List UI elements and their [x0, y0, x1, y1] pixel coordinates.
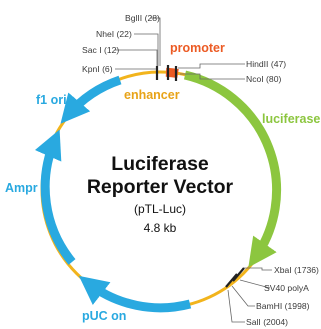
luciferase-arc	[183, 70, 282, 268]
bamhi-tick	[225, 273, 238, 288]
nhei-leader	[134, 33, 159, 66]
xbai-leader	[244, 267, 272, 271]
site-label-sv40: SV40 polyA	[264, 283, 309, 293]
site-label-hindiii: HindII (47)	[246, 59, 286, 69]
sali-leader	[227, 289, 245, 323]
feature-label-f1-ori: f1 ori	[36, 93, 67, 107]
site-label-bglii: BglII (28)	[125, 13, 160, 23]
plasmid-title-line2: Reporter Vector	[87, 176, 234, 198]
feature-label-puc-ori: pUC on	[82, 309, 126, 323]
f1-ori-arc	[60, 75, 122, 124]
saci-leader	[115, 49, 158, 66]
promoter-block	[165, 67, 179, 78]
site-label-sali: SalI (2004)	[246, 317, 288, 327]
feature-label-promoter: promoter	[170, 41, 225, 55]
feature-label-enhancer: enhancer	[124, 88, 180, 102]
site-label-nhei: NheI (22)	[96, 29, 132, 39]
plasmid-size: 4.8 kb	[144, 221, 177, 235]
site-label-ncoi: NcoI (80)	[246, 74, 281, 84]
ampr-arc	[34, 129, 76, 265]
plasmid-name: (pTL-Luc)	[134, 202, 186, 216]
site-label-bamhi: BamHI (1998)	[256, 301, 310, 311]
bglii-leader	[150, 17, 161, 66]
puc-ori-arc	[78, 275, 192, 313]
plasmid-title-line1: Luciferase	[111, 153, 209, 175]
feature-label-ampr: Ampr	[5, 181, 38, 195]
site-label-kpni: KpnI (6)	[82, 64, 113, 74]
bamhi-leader	[231, 285, 255, 307]
site-label-xbai: XbaI (1736)	[274, 265, 319, 275]
site-label-saci: Sac I (12)	[82, 45, 119, 55]
ncoi-leader	[180, 73, 245, 80]
sv40-leader	[239, 279, 271, 289]
feature-label-luciferase: luciferase	[262, 112, 320, 126]
xbai-tick	[232, 267, 245, 282]
hindiii-leader	[178, 63, 245, 69]
